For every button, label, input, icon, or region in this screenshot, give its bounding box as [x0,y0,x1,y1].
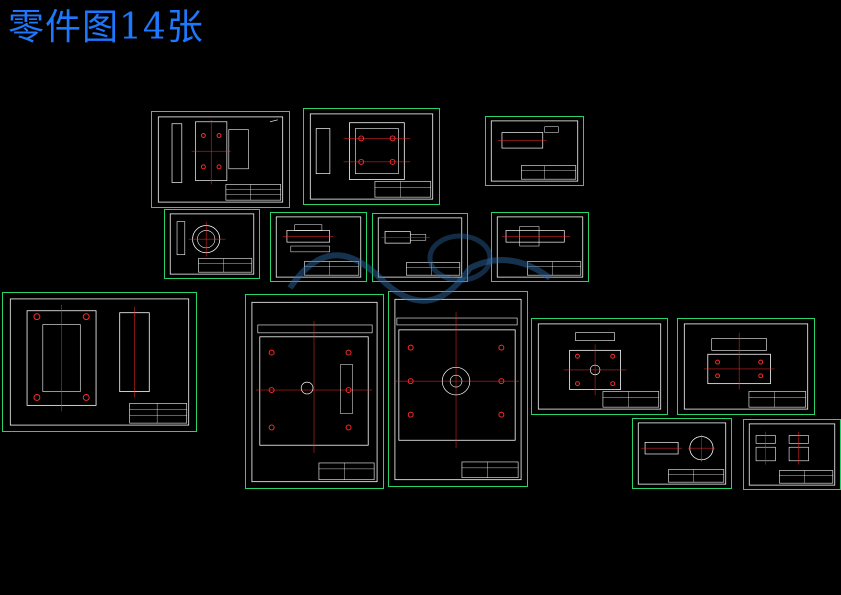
drawing-sheet[interactable] [743,419,841,490]
drawing-sheet[interactable] [303,108,440,205]
drawing-sheet[interactable] [485,116,584,186]
drawing-sheet-graphic [169,213,255,275]
drawing-sheet-graphic [275,216,362,278]
watermark-logo-icon [287,233,552,304]
drawing-sheet-graphic [537,323,662,410]
drawing-sheet[interactable] [632,418,732,489]
drawing-sheet[interactable] [531,318,668,415]
drawing-sheet[interactable] [388,291,528,487]
drawing-sheet-graphic [157,116,284,203]
drawing-sheet-graphic [748,423,836,486]
drawing-sheet-graphic [496,216,584,278]
drawing-sheet[interactable] [270,212,367,282]
drawing-sheet-graphic [683,323,809,410]
drawing-sheet[interactable] [491,212,589,282]
drawing-sheet[interactable] [372,213,468,282]
drawing-sheet[interactable] [2,292,197,432]
drawing-sheet-graphic [251,301,378,483]
page-title: 零件图14张 [8,7,204,48]
drawing-sheet-graphic [637,422,727,485]
drawing-sheet-graphic [309,113,434,200]
drawing-sheet[interactable] [164,209,260,279]
drawing-sheet-graphic [377,217,463,278]
drawing-sheet-graphic [9,298,190,426]
drawing-sheet-graphic [394,298,522,481]
drawing-sheet[interactable] [245,294,384,489]
drawing-sheet[interactable] [151,111,290,208]
drawing-sheet-graphic [490,120,579,182]
drawing-sheet[interactable] [677,318,815,415]
